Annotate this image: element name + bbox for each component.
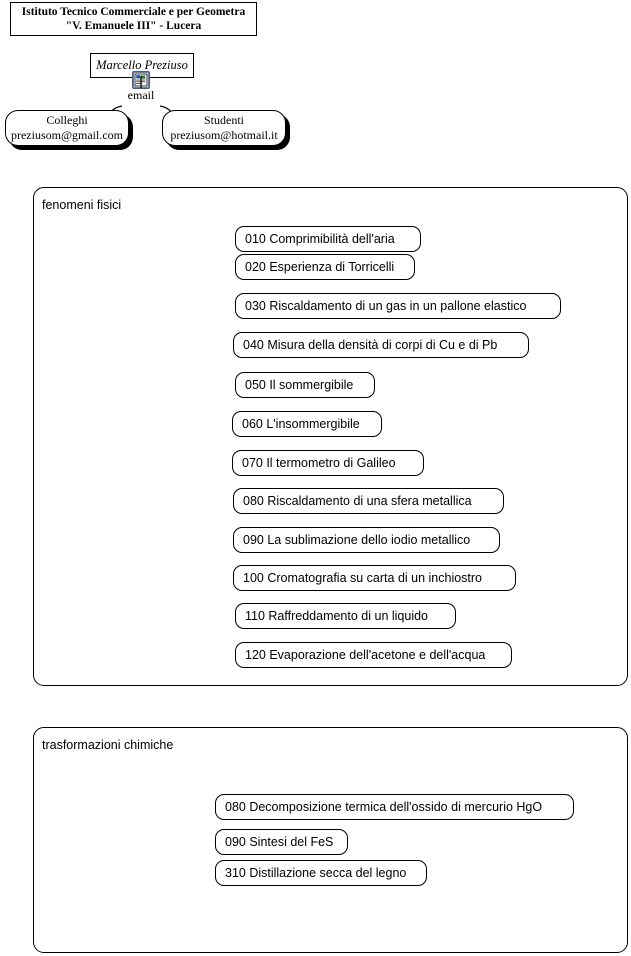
group-fenomeni-fisici: fenomeni fisici 010 Comprimibilità dell'… <box>33 187 628 686</box>
experiment-item[interactable]: 060 L'insommergibile <box>232 411 382 437</box>
experiment-item-label: 090 La sublimazione dello iodio metallic… <box>243 532 471 547</box>
experiment-item[interactable]: 090 La sublimazione dello iodio metallic… <box>233 527 500 553</box>
experiment-item-label: 070 Il termometro di Galileo <box>242 455 396 470</box>
contact-title: Colleghi <box>46 113 88 127</box>
contact-box-studenti[interactable]: Studenti preziusom@hotmail.it <box>162 110 286 146</box>
experiment-item[interactable]: 120 Evaporazione dell'acetone e dell'acq… <box>235 642 512 668</box>
contact-title: Studenti <box>203 113 244 127</box>
contact-email: preziusom@gmail.com <box>10 128 124 142</box>
experiment-item-label: 100 Cromatografia su carta di un inchios… <box>243 570 483 585</box>
experiment-item[interactable]: 020 Esperienza di Torricelli <box>235 254 415 280</box>
experiment-item-label: 010 Comprimibilità dell'aria <box>245 231 395 246</box>
group-trasformazioni-chimiche: trasformazioni chimiche 080 Decomposizio… <box>33 727 628 953</box>
experiment-item-label: 030 Riscaldamento di un gas in un pallon… <box>245 298 527 313</box>
experiment-item[interactable]: 080 Decomposizione termica dell'ossido d… <box>215 794 574 820</box>
person-name-label: Marcello Preziuso <box>96 58 188 72</box>
experiment-item-label: 310 Distillazione secca del legno <box>225 865 407 880</box>
experiment-item[interactable]: 090 Sintesi del FeS <box>215 829 348 855</box>
experiment-item-label: 110 Raffreddamento di un liquido <box>245 608 429 623</box>
experiment-item-label: 060 L'insommergibile <box>242 416 360 431</box>
item-list: 080 Decomposizione termica dell'ossido d… <box>34 728 627 952</box>
experiment-item[interactable]: 010 Comprimibilità dell'aria <box>235 226 421 252</box>
experiment-item-label: 080 Riscaldamento di una sfera metallica <box>243 493 472 508</box>
experiment-item-label: 050 Il sommergibile <box>245 377 354 392</box>
experiment-item[interactable]: 100 Cromatografia su carta di un inchios… <box>233 565 516 591</box>
experiment-item[interactable]: 030 Riscaldamento di un gas in un pallon… <box>235 293 561 319</box>
experiment-item[interactable]: 080 Riscaldamento di una sfera metallica <box>233 488 504 514</box>
experiment-item[interactable]: 050 Il sommergibile <box>235 372 375 398</box>
experiment-item-label: 020 Esperienza di Torricelli <box>245 259 395 274</box>
group-title: fenomeni fisici <box>42 198 122 212</box>
experiment-item[interactable]: 310 Distillazione secca del legno <box>215 860 427 886</box>
experiment-item-label: 040 Misura della densità di corpi di Cu … <box>243 337 498 352</box>
item-list: 010 Comprimibilità dell'aria 020 Esperien… <box>34 188 627 685</box>
experiment-item[interactable]: 040 Misura della densità di corpi di Cu … <box>233 332 529 358</box>
group-title: trasformazioni chimiche <box>42 738 174 752</box>
experiment-item-label: 090 Sintesi del FeS <box>225 834 334 849</box>
school-header-line2: "V. Emanuele III" - Lucera <box>65 20 202 32</box>
email-link-label: email <box>127 88 155 102</box>
school-header-box: Istituto Tecnico Commerciale e per Geome… <box>10 2 257 36</box>
contact-email: preziusom@hotmail.it <box>170 128 278 142</box>
school-header-line1: Istituto Tecnico Commerciale e per Geome… <box>21 6 246 18</box>
experiment-item-label: 120 Evaporazione dell'acetone e dell'acq… <box>245 647 486 662</box>
experiment-item-label: 080 Decomposizione termica dell'ossido d… <box>225 799 543 814</box>
experiment-item[interactable]: 070 Il termometro di Galileo <box>232 450 424 476</box>
experiment-item[interactable]: 110 Raffreddamento di un liquido <box>235 603 456 629</box>
contact-card-icon[interactable] <box>132 71 150 89</box>
contact-box-colleghi[interactable]: Colleghi preziusom@gmail.com <box>5 110 129 146</box>
